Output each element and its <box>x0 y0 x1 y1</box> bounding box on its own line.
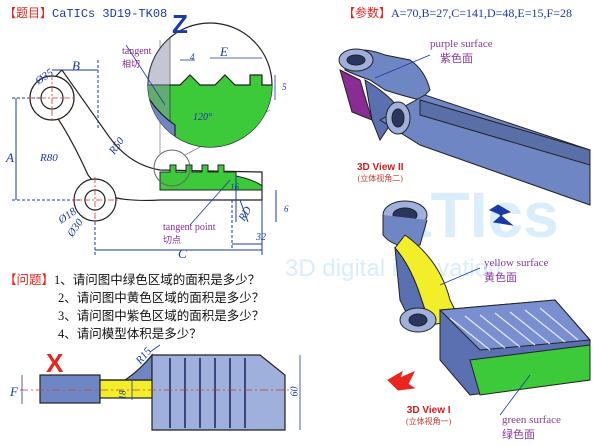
3d-view-2 <box>338 48 591 206</box>
title-bar: 【题目】CaTICs 3D19-TK08 <box>4 4 167 21</box>
dim-18: 18 <box>117 390 128 400</box>
dim-B: B <box>72 58 80 73</box>
leader-lines <box>125 44 531 416</box>
title-tag: 【题目】 <box>4 6 53 20</box>
x-label: X <box>46 348 64 378</box>
tangent-en: tangent <box>122 46 152 57</box>
front-view <box>12 40 277 255</box>
tangent-point-en: tangent point <box>163 222 216 233</box>
zoom-detail <box>147 22 276 148</box>
3d-view-1 <box>382 200 592 396</box>
dim-4: 4 <box>190 52 195 62</box>
dim-R80: R80 <box>40 152 58 164</box>
purple-surface-en: purple surface <box>430 38 493 50</box>
watermark-tagline: 3D digital innovation <box>285 255 502 282</box>
dim-C: C <box>178 246 187 261</box>
x-view <box>20 344 301 431</box>
question-2: 2、请问图中黄色区域的面积是多少？ <box>58 291 265 305</box>
questions-tag: 【问题】 <box>4 273 55 287</box>
title-text: CaTICs 3D19-TK08 <box>52 7 168 21</box>
dim-32: 32 <box>256 232 266 243</box>
view-1-title: 3D View I <box>406 405 451 416</box>
dim-A: A <box>6 150 14 165</box>
params-bar: 【参数】A=70,B=27,C=141,D=48,E=15,F=28 <box>343 4 572 21</box>
view-2-caption: 3D View II (立体视角二) <box>357 162 404 184</box>
view-2-subtitle: (立体视角二) <box>357 174 403 183</box>
purple-surface-label: purple surface 紫色面 <box>430 38 493 66</box>
dim-120: 120° <box>193 112 212 123</box>
questions-block: 【问题】1、请问图中绿色区域的面积是多少？ 2、请问图中黄色区域的面积是多少？ … <box>4 271 264 343</box>
dim-5: 5 <box>282 82 287 92</box>
params-tag: 【参数】 <box>343 6 392 20</box>
yellow-surface-cn: 黄色面 <box>484 272 517 284</box>
yellow-surface-en: yellow surface <box>484 257 549 269</box>
dim-60: 60 <box>289 386 301 397</box>
question-1: 【问题】1、请问图中绿色区域的面积是多少？ <box>4 273 261 287</box>
view-2-title: 3D View II <box>357 162 404 173</box>
params-text: A=70,B=27,C=141,D=48,E=15,F=28 <box>391 6 572 20</box>
dim-16: 16 <box>230 182 239 192</box>
dim-E: E <box>220 44 228 59</box>
dim-6: 6 <box>284 204 289 214</box>
green-surface-en: green surface <box>502 414 561 426</box>
tangent-point-cn: 切点 <box>163 235 182 245</box>
view-1-caption: 3D View I (立体视角一) <box>406 405 451 427</box>
tangent-point-label: tangent point 切点 <box>163 222 216 246</box>
view-2-marker <box>488 204 514 226</box>
green-surface-label: green surface 绿色面 <box>502 414 561 442</box>
yellow-surface-label: yellow surface 黄色面 <box>484 257 548 285</box>
purple-surface-cn: 紫色面 <box>440 53 473 65</box>
view-1-subtitle: (立体视角一) <box>406 417 452 426</box>
dim-F: F <box>10 384 18 399</box>
green-surface-cn: 绿色面 <box>502 429 535 441</box>
z-label: Z <box>172 9 188 39</box>
question-3: 3、请问图中紫色区域的面积是多少？ <box>58 309 265 323</box>
z-axis-glyph: Z <box>172 9 188 39</box>
tangent-cn: 相切 <box>122 59 141 69</box>
view-1-marker <box>387 370 416 391</box>
tangent-label: tangent 相切 <box>122 46 151 70</box>
question-4: 4、请问模型体积是多少？ <box>58 327 202 341</box>
